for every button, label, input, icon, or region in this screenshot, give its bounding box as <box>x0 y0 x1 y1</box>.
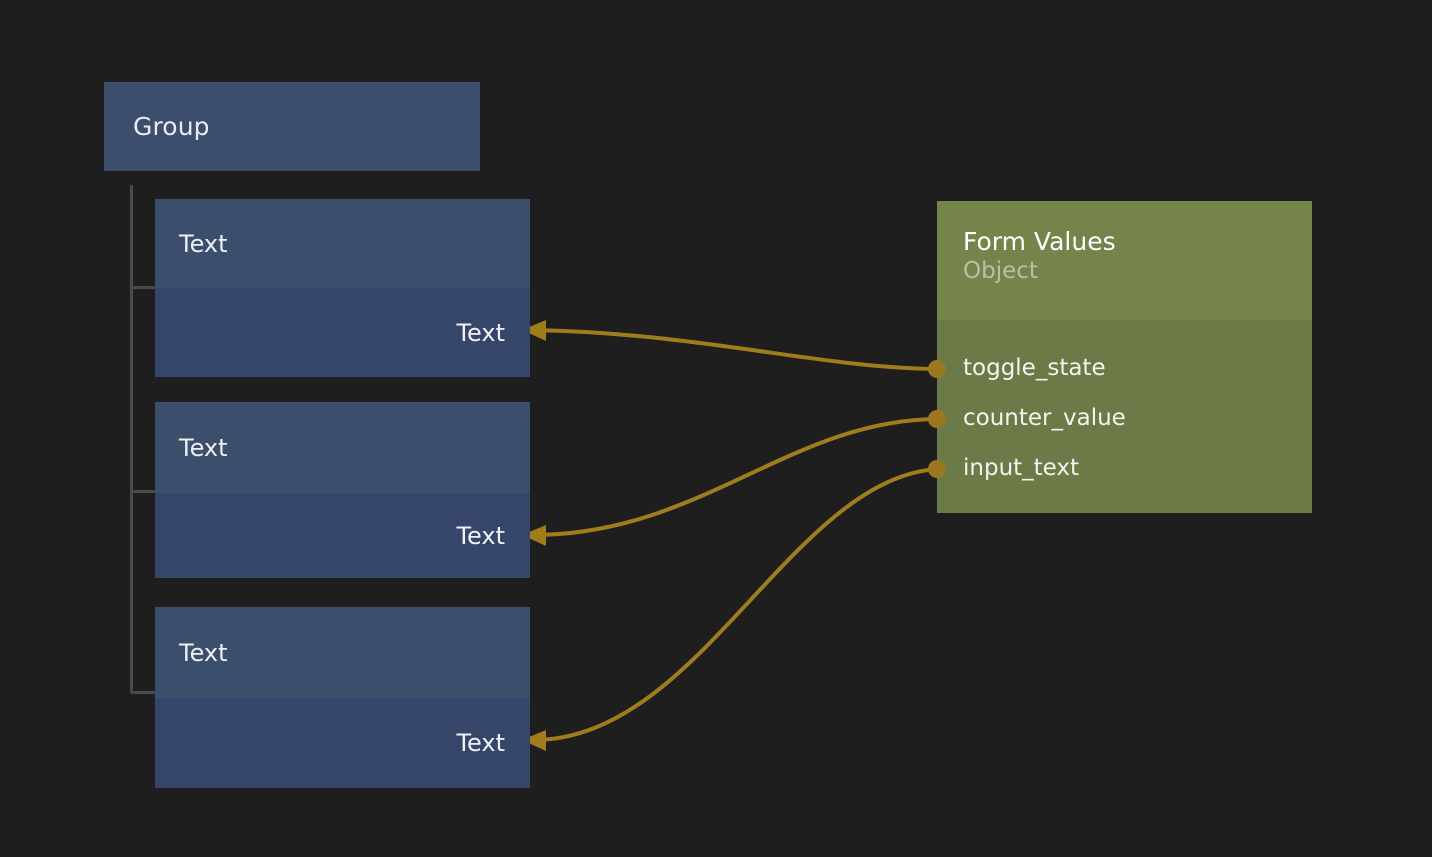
child-node-1[interactable]: Text Text <box>155 199 530 377</box>
form-values-node-body: toggle_state counter_value input_text <box>937 320 1312 513</box>
child-node-1-body-label: Text <box>456 318 505 347</box>
edge-path <box>531 467 939 742</box>
child-node-2[interactable]: Text Text <box>155 402 530 578</box>
form-values-node[interactable]: Form Values Object toggle_state counter_… <box>937 201 1312 513</box>
group-node-title: Group <box>133 112 210 141</box>
port-label-input-text: input_text <box>963 455 1080 481</box>
port-dot-counter-value[interactable] <box>928 410 946 428</box>
child-node-3-body-label: Text <box>456 729 505 757</box>
port-row-counter-value[interactable]: counter_value <box>937 393 1312 443</box>
child-node-1-header-label: Text <box>179 229 228 258</box>
child-node-1-body[interactable]: Text <box>155 288 530 377</box>
port-label-counter-value: counter_value <box>963 405 1126 431</box>
form-values-node-title: Form Values <box>963 227 1116 256</box>
child-node-3-header-label: Text <box>179 638 228 667</box>
port-row-input-text[interactable]: input_text <box>937 443 1312 493</box>
edge-toggle-state <box>522 320 939 371</box>
child-node-3-body[interactable]: Text <box>155 698 530 788</box>
child-node-2-header-label: Text <box>179 433 228 462</box>
edge-path <box>531 417 939 537</box>
port-label-toggle-state: toggle_state <box>963 355 1106 381</box>
child-node-1-header[interactable]: Text <box>155 199 530 288</box>
edge-input-text <box>522 467 939 751</box>
group-node[interactable]: Group <box>104 82 480 171</box>
tree-connector-lines <box>130 185 155 694</box>
edge-path <box>531 328 939 371</box>
child-node-2-body-label: Text <box>456 521 505 550</box>
port-row-toggle-state[interactable]: toggle_state <box>937 343 1312 393</box>
child-node-3[interactable]: Text Text <box>155 607 530 788</box>
form-values-node-header[interactable]: Form Values Object <box>937 201 1312 320</box>
child-node-2-header[interactable]: Text <box>155 402 530 493</box>
port-dot-toggle-state[interactable] <box>928 360 946 378</box>
form-values-node-subtitle: Object <box>963 258 1038 284</box>
port-dot-input-text[interactable] <box>928 460 946 478</box>
edge-counter-value <box>522 417 939 546</box>
child-node-2-body[interactable]: Text <box>155 493 530 578</box>
child-node-3-header[interactable]: Text <box>155 607 530 698</box>
